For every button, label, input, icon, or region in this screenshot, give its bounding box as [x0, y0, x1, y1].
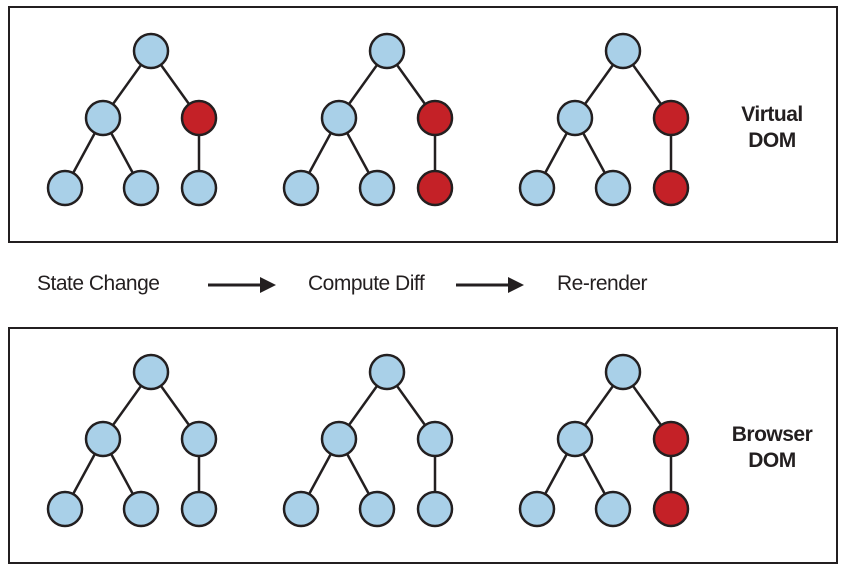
node-left-child	[556, 99, 594, 137]
virtual-tree-1	[46, 32, 218, 207]
changed-node-right-child	[652, 420, 690, 458]
changed-node-right-leaf	[652, 169, 690, 207]
node-left-leaf-2	[594, 490, 632, 528]
node-left-child	[320, 99, 358, 137]
step-compute-diff: Compute Diff	[308, 272, 425, 295]
changed-node-right-leaf	[416, 169, 454, 207]
browser-dom-panel: Browser DOM	[8, 327, 838, 564]
browser-tree-2	[282, 353, 454, 528]
browser-tree-1	[46, 353, 218, 528]
node-left-leaf-2	[358, 490, 396, 528]
node-root	[604, 32, 642, 70]
node-left-leaf-1	[518, 169, 556, 207]
step-re-render: Re-render	[557, 272, 648, 295]
browser-dom-label: Browser DOM	[731, 423, 813, 472]
changed-node-right-child	[416, 99, 454, 137]
node-left-leaf-2	[358, 169, 396, 207]
arrow-right-icon	[456, 277, 524, 293]
node-left-leaf-1	[46, 169, 84, 207]
node-root	[368, 353, 406, 391]
virtual-dom-trees	[46, 32, 690, 207]
browser-tree-3	[518, 353, 690, 528]
node-left-child	[556, 420, 594, 458]
changed-node-right-child	[652, 99, 690, 137]
node-root	[132, 32, 170, 70]
node-left-child	[320, 420, 358, 458]
node-right-leaf	[180, 169, 218, 207]
step-state-change: State Change	[37, 272, 160, 295]
node-root	[368, 32, 406, 70]
node-left-leaf-1	[282, 490, 320, 528]
changed-node-right-child	[180, 99, 218, 137]
node-left-leaf-2	[594, 169, 632, 207]
node-root	[132, 353, 170, 391]
browser-dom-trees	[46, 353, 690, 528]
node-right-child	[416, 420, 454, 458]
virtual-tree-3	[518, 32, 690, 207]
node-left-leaf-1	[518, 490, 556, 528]
node-right-child	[180, 420, 218, 458]
node-right-leaf	[416, 490, 454, 528]
virtual-tree-2	[282, 32, 454, 207]
node-left-child	[84, 99, 122, 137]
node-left-leaf-1	[282, 169, 320, 207]
virtual-dom-panel: Virtual DOM	[8, 6, 838, 243]
node-right-leaf	[180, 490, 218, 528]
node-root	[604, 353, 642, 391]
changed-node-right-leaf	[652, 490, 690, 528]
node-left-leaf-2	[122, 490, 160, 528]
node-left-leaf-1	[46, 490, 84, 528]
virtual-dom-label: Virtual DOM	[741, 103, 803, 152]
node-left-child	[84, 420, 122, 458]
arrow-right-icon	[208, 277, 276, 293]
node-left-leaf-2	[122, 169, 160, 207]
